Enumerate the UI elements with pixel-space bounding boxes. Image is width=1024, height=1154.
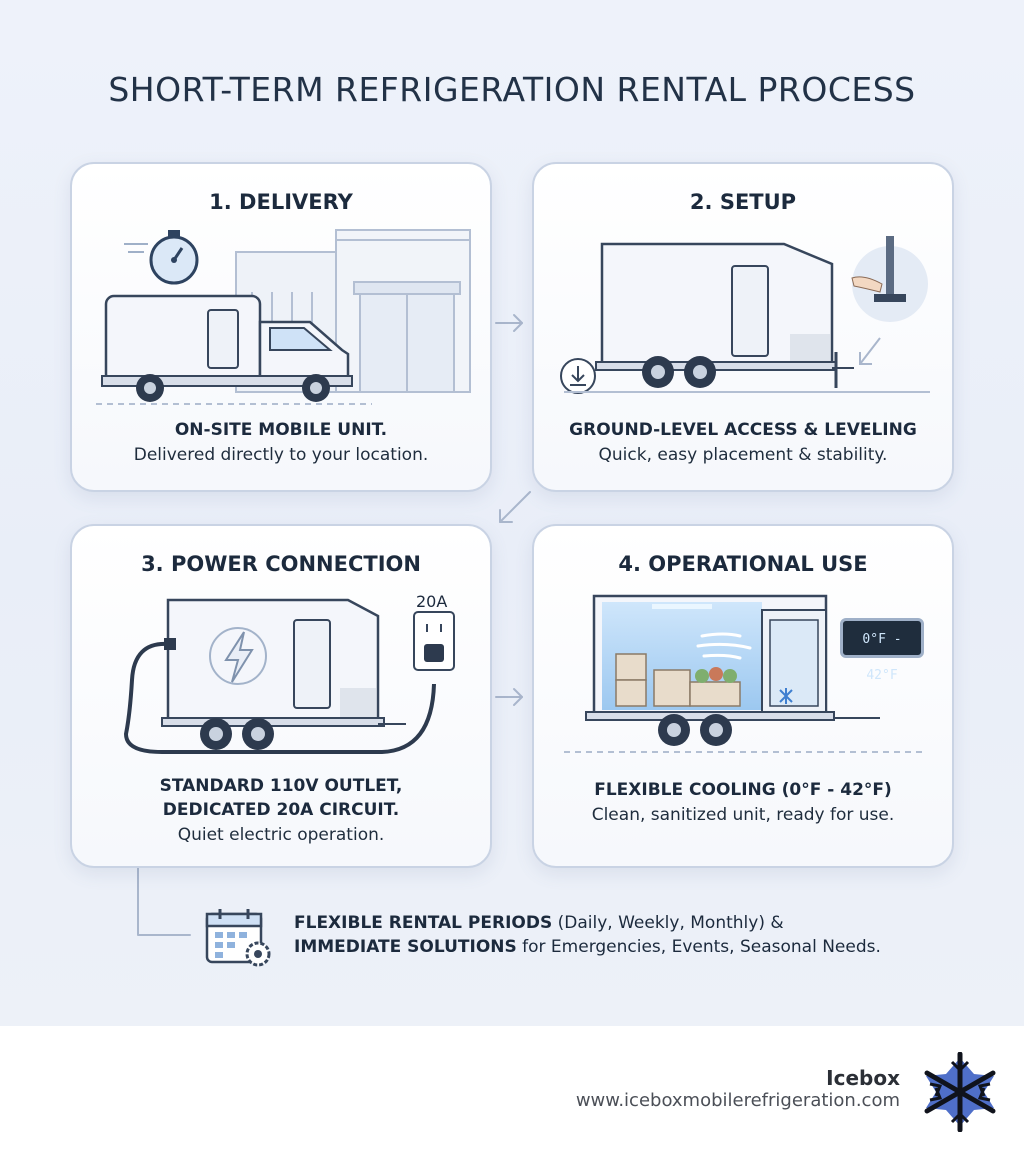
lightning-icon	[209, 627, 267, 685]
trailer-icon	[595, 242, 854, 388]
step-card-operational: 4. OPERATIONAL USE	[532, 524, 954, 868]
outlet-amp-label: 20A	[416, 592, 448, 611]
step-caption-bold: STANDARD 110V OUTLET,	[159, 776, 403, 796]
power-illustration	[123, 598, 455, 754]
ground-level-icon	[560, 358, 930, 394]
step-caption: Quiet electric operation.	[177, 825, 385, 845]
step-card-power: 3. POWER CONNECTION	[70, 524, 492, 868]
snowflake-logo-icon	[924, 1052, 996, 1132]
footer-bold-text: IMMEDIATE SOLUTIONS	[294, 937, 517, 957]
brand-url[interactable]: www.iceboxmobilerefrigeration.com	[575, 1090, 900, 1111]
step-caption-bold: GROUND-LEVEL ACCESS & LEVELING	[569, 420, 917, 440]
arrow-right-icon	[495, 314, 523, 332]
stopwatch-icon	[124, 230, 199, 285]
infographic-canvas: SHORT-TERM REFRIGERATION RENTAL PROCESS …	[0, 0, 1024, 1026]
temperature-display: 0°F - 42°F	[840, 618, 924, 683]
arrow-right-icon	[495, 688, 523, 706]
footer-line-1: FLEXIBLE RENTAL PERIODS (Daily, Weekly, …	[294, 910, 784, 936]
step-connectors	[137, 314, 531, 936]
footer-text: (Daily, Weekly, Monthly) &	[552, 913, 784, 933]
step-caption: Clean, sanitized unit, ready for use.	[591, 805, 895, 825]
step-caption: Quick, easy placement & stability.	[598, 445, 888, 465]
step-caption-bold: ON-SITE MOBILE UNIT.	[174, 420, 388, 440]
delivery-illustration	[96, 229, 471, 405]
brand-name: Icebox	[826, 1066, 900, 1090]
arrow-down-left-icon	[499, 491, 531, 523]
step-title: 2. SETUP	[689, 190, 797, 214]
snowflake-icon	[769, 619, 819, 707]
outlet-icon	[413, 611, 455, 671]
operational-illustration	[564, 594, 926, 753]
step-card-delivery: 1. DELIVERY	[70, 162, 492, 492]
cold-air-icon	[696, 632, 752, 660]
produce-crate-icon	[615, 653, 741, 707]
footer-bold-text: FLEXIBLE RENTAL PERIODS	[294, 913, 553, 933]
power-cord-icon	[123, 638, 436, 754]
leveling-jack-icon	[851, 236, 928, 365]
footer-line-2: IMMEDIATE SOLUTIONS for Emergencies, Eve…	[294, 934, 881, 960]
step-caption: Delivered directly to your location.	[133, 445, 429, 465]
step-title: 3. POWER CONNECTION	[141, 552, 421, 576]
footer-text: for Emergencies, Events, Seasonal Needs.	[516, 937, 881, 957]
setup-illustration	[560, 236, 930, 394]
truck-icon	[96, 294, 372, 405]
step-caption-bold: FLEXIBLE COOLING (0°F - 42°F)	[594, 780, 892, 800]
trailer-icon	[161, 598, 406, 750]
step-title: 1. DELIVERY	[209, 190, 353, 214]
calendar-gear-icon	[205, 909, 271, 967]
footer-connector-line	[137, 867, 191, 936]
step-card-setup: 2. SETUP	[532, 162, 954, 492]
page-title: SHORT-TERM REFRIGERATION RENTAL PROCESS	[108, 70, 916, 109]
temperature-display-text: 0°F - 42°F	[862, 632, 902, 683]
step-caption-bold: DEDICATED 20A CIRCUIT.	[162, 800, 400, 820]
step-title: 4. OPERATIONAL USE	[618, 552, 868, 576]
